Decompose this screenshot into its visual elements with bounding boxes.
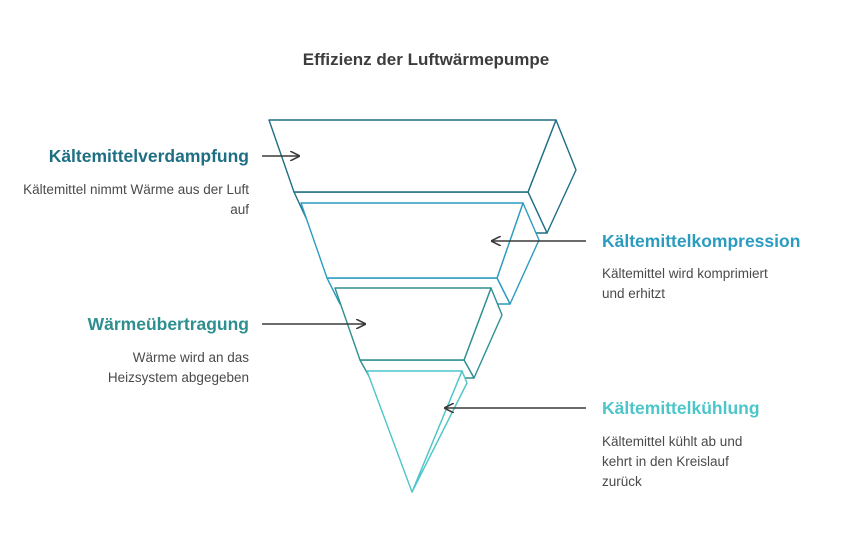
- stage-2-description: Kältemittel wird komprimiert und erhitzt: [602, 266, 768, 301]
- stage-4-description: Kältemittel kühlt ab und kehrt in den Kr…: [602, 434, 743, 489]
- stage-1-title: Kältemittelverdampfung: [48, 146, 249, 166]
- stage-2-title: Kältemittelkompression: [602, 231, 801, 251]
- stage-1-description: Kältemittel nimmt Wärme aus der Luft auf: [23, 182, 249, 217]
- funnel-level-3: [334, 287, 503, 379]
- stage-4-title: Kältemittelkühlung: [602, 398, 760, 418]
- stage-3-title: Wärmeübertragung: [87, 314, 249, 334]
- stage-3-description: Wärme wird an das Heizsystem abgegeben: [107, 350, 249, 385]
- funnel-level-4: [366, 370, 468, 493]
- diagram-title: Effizienz der Luftwärmepumpe: [302, 50, 550, 69]
